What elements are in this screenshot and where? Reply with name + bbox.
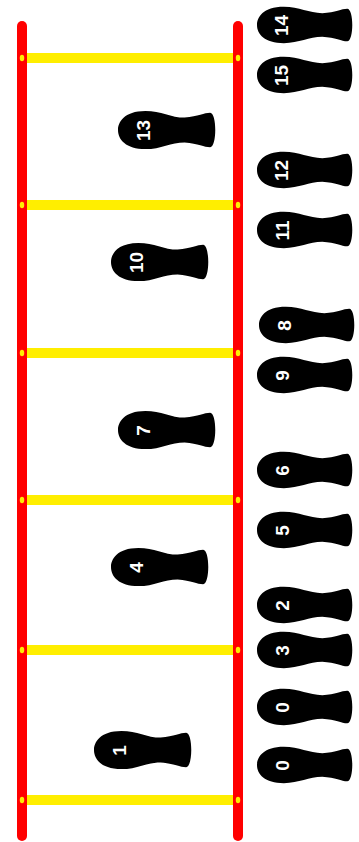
footprint-shape bbox=[257, 5, 353, 45]
footprint-shape bbox=[257, 510, 353, 550]
footprint-shape bbox=[257, 687, 353, 727]
footprint-shape bbox=[257, 210, 353, 250]
rung-end bbox=[19, 54, 25, 62]
footprint-shape bbox=[259, 305, 355, 345]
rung-end bbox=[19, 646, 25, 654]
footprint: 12 bbox=[257, 150, 353, 190]
footprint-shape bbox=[257, 55, 353, 95]
footprint-shape bbox=[257, 745, 353, 785]
step-number: 10 bbox=[127, 251, 146, 272]
step-number: 6 bbox=[272, 465, 291, 476]
rung-end bbox=[235, 54, 241, 62]
step-number: 12 bbox=[272, 159, 291, 180]
step-number: 7 bbox=[134, 425, 153, 436]
step-number: 15 bbox=[272, 64, 291, 85]
rung-end bbox=[19, 796, 25, 804]
footprint-sole bbox=[257, 57, 352, 93]
footprint: 4 bbox=[111, 546, 209, 588]
footprint: 15 bbox=[257, 55, 353, 95]
footprint-sole bbox=[111, 548, 208, 586]
footprint: 6 bbox=[257, 450, 353, 490]
rung-end bbox=[19, 201, 25, 209]
rung bbox=[22, 348, 238, 358]
rung bbox=[22, 200, 238, 210]
ladder-rail bbox=[233, 26, 243, 836]
footprint-sole bbox=[257, 747, 352, 783]
footprint: 14 bbox=[257, 5, 353, 45]
footprint-shape bbox=[94, 729, 192, 771]
footprint: 8 bbox=[259, 305, 355, 345]
rung-end bbox=[235, 646, 241, 654]
footprint: 9 bbox=[257, 355, 353, 395]
step-number: 4 bbox=[127, 562, 146, 573]
footprint-sole bbox=[257, 587, 352, 623]
footprint-shape bbox=[257, 150, 353, 190]
rung bbox=[22, 495, 238, 505]
footprint-shape bbox=[257, 585, 353, 625]
footprint: 11 bbox=[257, 210, 353, 250]
footprint: 0 bbox=[257, 745, 353, 785]
rung-end bbox=[235, 201, 241, 209]
footprint-sole bbox=[111, 243, 208, 281]
footprint-sole bbox=[257, 7, 352, 43]
rung-end bbox=[235, 496, 241, 504]
rung-end bbox=[235, 796, 241, 804]
rungs bbox=[22, 58, 238, 800]
footprint: 0 bbox=[257, 687, 353, 727]
ladder-rail bbox=[17, 26, 27, 836]
footprint-shape bbox=[111, 546, 209, 588]
footprint-sole bbox=[257, 512, 352, 548]
footprint-shape bbox=[257, 355, 353, 395]
footprint: 5 bbox=[257, 510, 353, 550]
footprint-sole bbox=[257, 632, 352, 668]
step-number: 5 bbox=[272, 525, 291, 536]
step-number: 13 bbox=[134, 119, 153, 140]
step-number: 0 bbox=[272, 702, 291, 713]
step-number: 14 bbox=[272, 14, 291, 35]
step-number: 11 bbox=[272, 220, 291, 240]
footprint-sole bbox=[257, 452, 352, 488]
step-number: 1 bbox=[110, 745, 129, 756]
step-number: 0 bbox=[272, 760, 291, 771]
rung bbox=[22, 53, 238, 63]
footprint: 13 bbox=[118, 109, 216, 151]
step-number: 2 bbox=[272, 600, 291, 611]
footprint-sole bbox=[257, 689, 352, 725]
footprint-shape bbox=[118, 109, 216, 151]
rung-ends bbox=[19, 54, 241, 804]
footprint-shape bbox=[257, 630, 353, 670]
footprint-shape bbox=[257, 450, 353, 490]
rung bbox=[22, 795, 238, 805]
step-number: 3 bbox=[272, 645, 291, 656]
footprint: 7 bbox=[118, 409, 216, 451]
footprint-shape bbox=[111, 241, 209, 283]
rung-end bbox=[19, 349, 25, 357]
footprint-sole bbox=[118, 111, 215, 149]
footprint-shape bbox=[118, 409, 216, 451]
footprint-sole bbox=[94, 731, 191, 769]
footprint-sole bbox=[259, 307, 354, 343]
footprint-sole bbox=[118, 411, 215, 449]
footprint-sole bbox=[257, 357, 352, 393]
footprint-sole bbox=[257, 212, 352, 248]
rung bbox=[22, 645, 238, 655]
footprint-sole bbox=[257, 152, 352, 188]
step-number: 9 bbox=[272, 370, 291, 381]
rung-end bbox=[19, 496, 25, 504]
footprint: 2 bbox=[257, 585, 353, 625]
footprint: 3 bbox=[257, 630, 353, 670]
rung-end bbox=[235, 349, 241, 357]
footprint: 1 bbox=[94, 729, 192, 771]
footprint: 10 bbox=[111, 241, 209, 283]
step-number: 8 bbox=[274, 320, 293, 331]
